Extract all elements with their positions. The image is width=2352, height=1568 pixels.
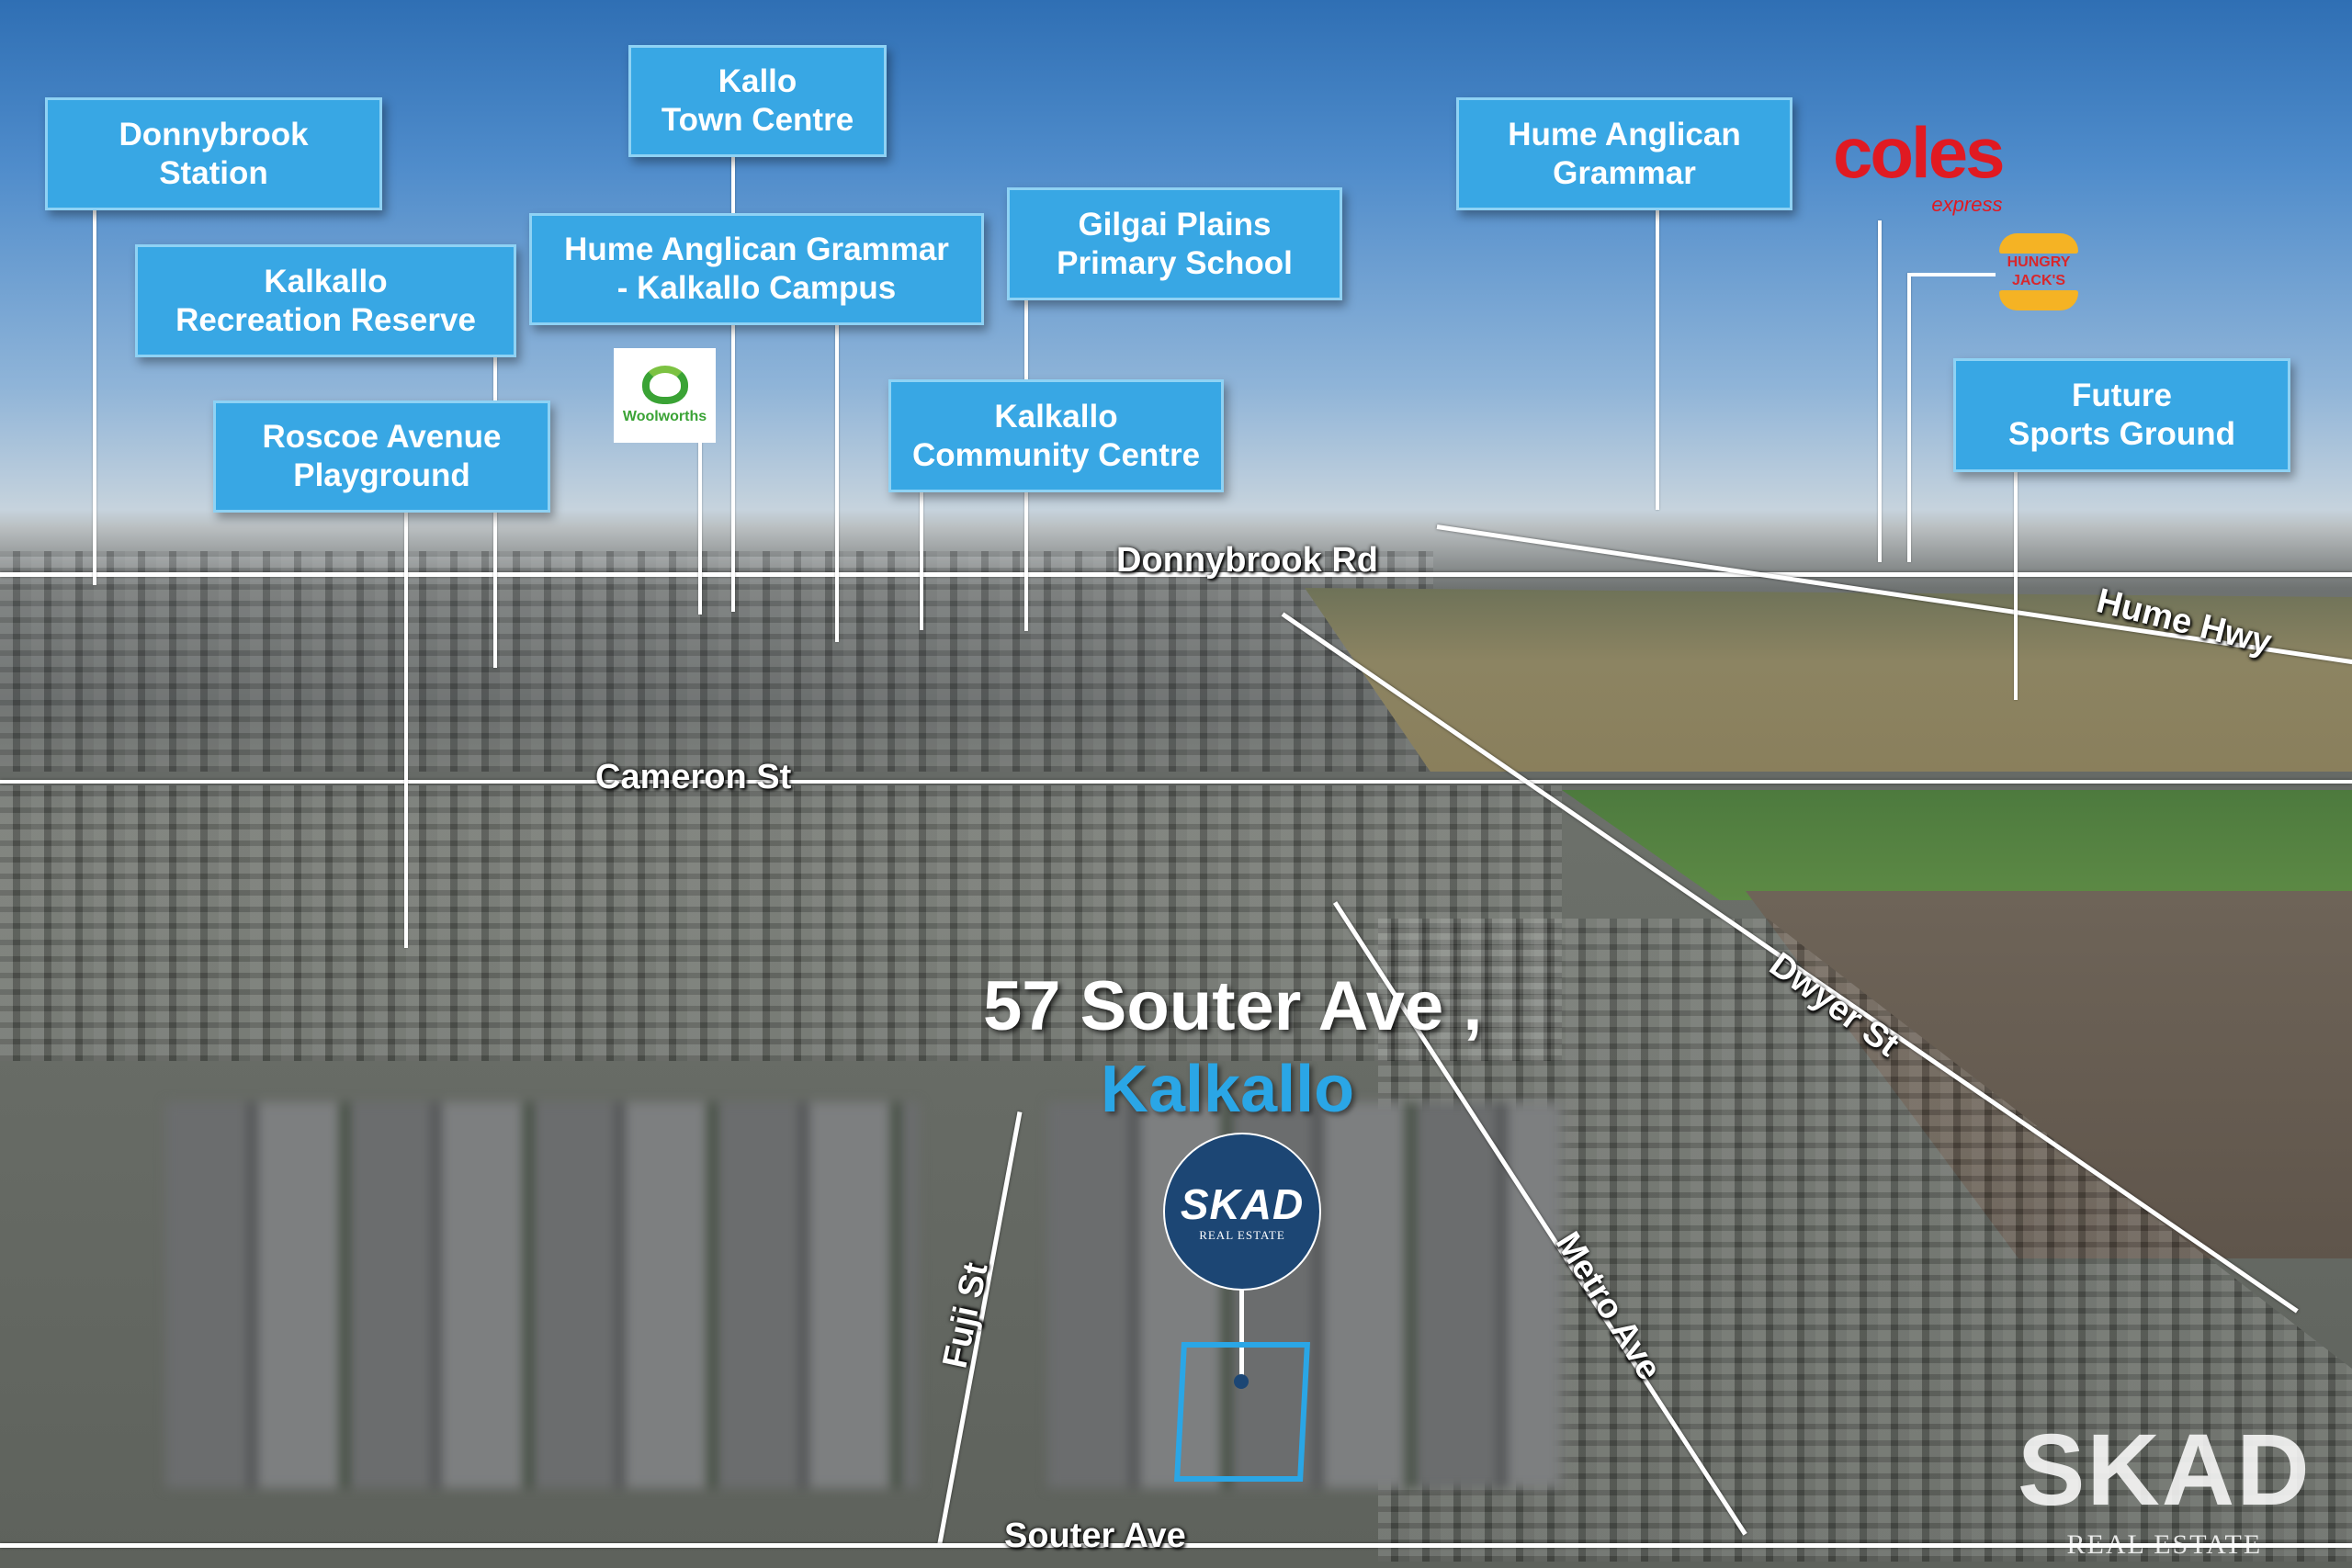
leader-roscoe: [404, 513, 408, 948]
label-line: Hume Anglican Grammar: [564, 231, 949, 267]
wetland: [1562, 790, 2352, 900]
label-line: Kalkallo: [994, 398, 1118, 434]
label-hume-campus: Hume Anglican Grammar- Kalkallo Campus: [529, 213, 984, 325]
skad-pin-logo: SKAD REAL ESTATE: [1163, 1133, 1321, 1291]
hj-line: JACK'S: [2011, 273, 2066, 288]
label-line: Community Centre: [911, 436, 1201, 473]
coles-express-logo: coles express: [1833, 112, 2005, 217]
leader-woolworths: [698, 443, 702, 615]
open-field: [1305, 588, 2352, 772]
road-souter: [0, 1543, 2352, 1548]
leader-kallo-town-centre: [731, 157, 735, 612]
label-line: Donnybrook: [119, 116, 309, 152]
label-line: Grammar: [1553, 154, 1696, 191]
road-donnybrook: [0, 572, 2352, 577]
woolworths-logo: Woolworths: [614, 348, 716, 443]
leader-coles: [1878, 220, 1882, 562]
road-cameron: [0, 780, 2352, 784]
label-line: Kalkallo: [264, 263, 388, 299]
label-line: Primary School: [1057, 244, 1293, 281]
leader-hungry-jacks-horizontal: [1907, 273, 1996, 276]
leader-donnybrook-station: [93, 210, 96, 585]
label-line: Sports Ground: [2008, 416, 2235, 452]
property-outline: [1174, 1342, 1310, 1482]
label-line: Playground: [293, 457, 470, 493]
leader-future-sports: [2014, 472, 2018, 700]
leader-community-centre: [920, 492, 923, 630]
label-line: Hume Anglican: [1508, 116, 1741, 152]
skad-watermark: SKAD REAL ESTATE: [2018, 1413, 2312, 1562]
brand-name: SKAD: [1180, 1180, 1305, 1228]
property-address: 57 Souter Ave ,: [983, 967, 1483, 1045]
road-label-cameron: Cameron St: [595, 758, 792, 796]
coles-express-text: express: [1931, 193, 2003, 216]
leader-hume-campus: [835, 325, 839, 642]
woolworths-mark-icon: [641, 366, 688, 404]
hungry-jacks-logo: HUNGRY JACK'S: [1999, 233, 2078, 310]
leader-hume-grammar: [1656, 210, 1659, 510]
label-line: Roscoe Avenue: [262, 419, 502, 455]
label-line: Recreation Reserve: [175, 301, 476, 338]
road-label-souter: Souter Ave: [1004, 1517, 1186, 1555]
blurred-houses-left: [165, 1102, 919, 1488]
watermark-tagline: REAL ESTATE: [2066, 1529, 2263, 1560]
label-line: Kallo: [718, 63, 797, 99]
leader-recreation-reserve: [493, 357, 497, 668]
leader-hungry-jacks: [1907, 273, 1911, 562]
road-label-fuji: Fuji St: [935, 1258, 996, 1372]
pin-stem: [1239, 1290, 1244, 1378]
label-line: Gilgai Plains: [1078, 206, 1272, 243]
pin-dot-icon: [1234, 1374, 1249, 1389]
label-line: Station: [159, 154, 268, 191]
brand-tagline: REAL ESTATE: [1199, 1228, 1285, 1242]
suburb-far: [0, 551, 1433, 772]
suburb-mid: [0, 785, 1562, 1061]
property-suburb: Kalkallo: [1101, 1053, 1355, 1126]
bun-bottom-icon: [1999, 290, 2078, 310]
label-line: - Kalkallo Campus: [616, 270, 897, 306]
label-line: Town Centre: [661, 102, 854, 138]
label-line: Future: [2072, 378, 2172, 413]
watermark-name: SKAD: [2018, 1414, 2312, 1527]
hungry-jacks-text: HUNGRY JACK'S: [1999, 254, 2078, 290]
woolworths-text: Woolworths: [622, 409, 707, 424]
coles-text: coles: [1833, 112, 2005, 193]
road-label-donnybrook: Donnybrook Rd: [1116, 541, 1378, 580]
bun-top-icon: [1999, 233, 2078, 254]
hj-line: HUNGRY: [2007, 254, 2071, 270]
